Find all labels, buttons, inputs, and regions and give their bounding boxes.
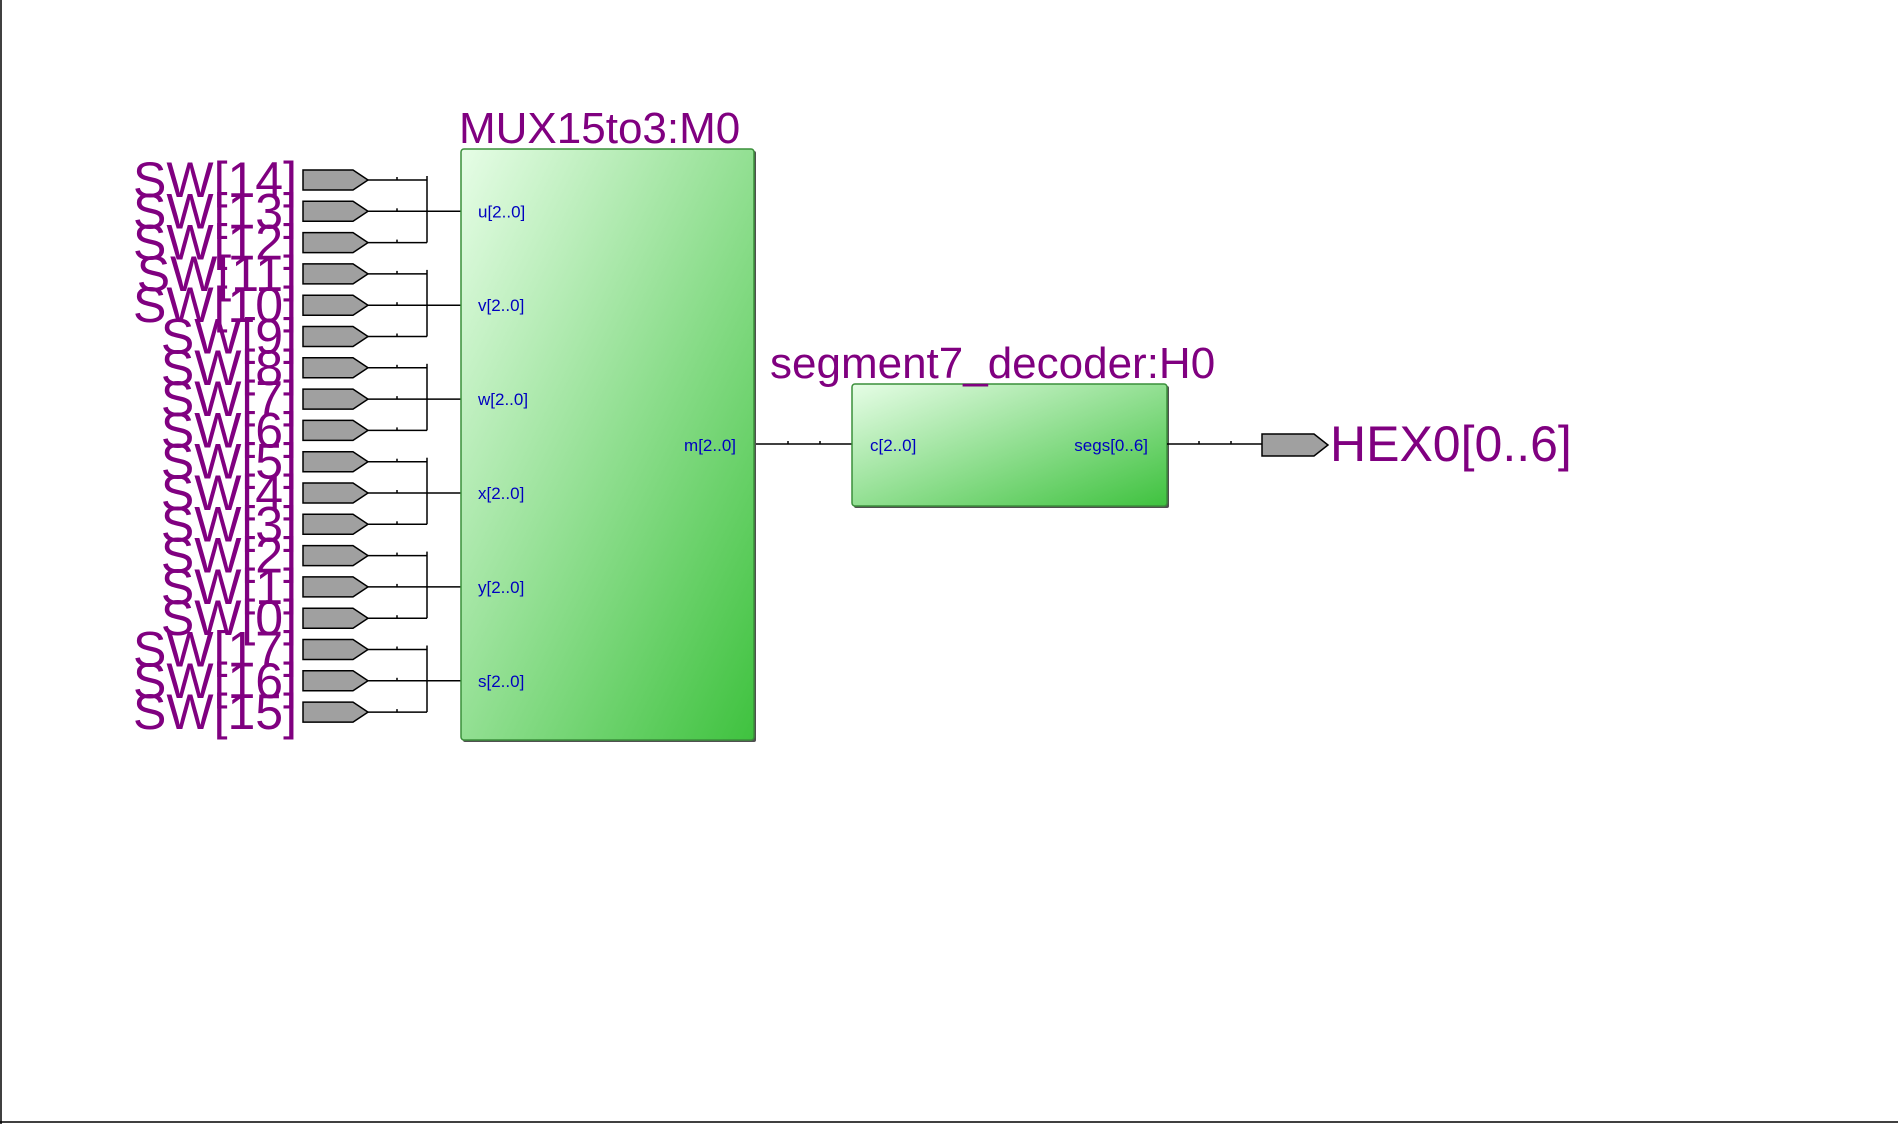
mux-block-body[interactable]: [460, 148, 755, 741]
input-pin-sw7[interactable]: SW[7]: [161, 371, 370, 427]
input-pin-label: SW[15]: [133, 684, 297, 740]
input-pin-sw16[interactable]: SW[16]: [133, 653, 370, 709]
mux-output-port-label: m[2..0]: [684, 436, 736, 455]
input-pin-icon[interactable]: [302, 482, 370, 504]
input-pin-icon[interactable]: [302, 388, 370, 410]
mux-input-port-label: w[2..0]: [477, 390, 528, 409]
input-pin-icon[interactable]: [302, 263, 370, 285]
input-pin-label: SW[17]: [133, 622, 297, 678]
input-pin-label: SW[7]: [161, 371, 297, 427]
input-pin-sw9[interactable]: SW[9]: [161, 309, 370, 365]
input-pin-label: SW[16]: [133, 653, 297, 709]
mux-input-port-label: x[2..0]: [478, 484, 524, 503]
decoder-block[interactable]: segment7_decoder:H0 c[2..0] segs[0..6]: [770, 339, 1215, 508]
input-pin-icon[interactable]: [302, 200, 370, 223]
input-pin-sw6[interactable]: SW[6]: [161, 402, 370, 458]
input-pin-icon[interactable]: [302, 231, 370, 254]
decoder-block-body[interactable]: [851, 383, 1168, 507]
input-pin-sw10[interactable]: SW[10]: [133, 277, 370, 333]
input-wire-group: [368, 176, 461, 713]
decoder-output-port-label: segs[0..6]: [1074, 436, 1148, 455]
mux-input-port-label: s[2..0]: [478, 672, 524, 691]
input-pin-label: SW[10]: [133, 277, 297, 333]
mux-input-port-label: v[2..0]: [478, 296, 524, 315]
input-pin-label: SW[2]: [161, 528, 297, 584]
mux-block[interactable]: MUX15to3:M0 u[2..0] v[2..0] w[2..0] x[2..0]…: [459, 104, 756, 742]
input-pin-sw0[interactable]: SW[0]: [161, 590, 370, 646]
input-pin-icon[interactable]: [302, 576, 370, 598]
input-pin-label: SW[11]: [137, 246, 297, 302]
decoder-title: segment7_decoder:H0: [770, 339, 1215, 388]
input-pin-icon[interactable]: [302, 513, 370, 536]
output-pin-label: HEX0[0..6]: [1330, 416, 1572, 472]
mux-port-group: u[2..0] v[2..0] w[2..0] x[2..0] y[2..0] s[2..…: [477, 202, 528, 691]
input-pin-icon[interactable]: [302, 544, 370, 567]
input-pin-sw1[interactable]: SW[1]: [161, 559, 370, 615]
input-pin-icon[interactable]: [302, 607, 370, 629]
input-pin-icon[interactable]: [302, 357, 370, 379]
input-pin-label: SW[5]: [161, 434, 297, 490]
output-pin-hex0[interactable]: HEX0[0..6]: [1261, 416, 1572, 472]
input-pin-sw11[interactable]: SW[11]: [137, 246, 370, 302]
mux-input-port-label: u[2..0]: [478, 202, 525, 221]
input-pin-sw5[interactable]: SW[5]: [161, 434, 370, 490]
input-pin-label: SW[14]: [133, 152, 297, 208]
input-pin-icon[interactable]: [302, 638, 370, 661]
input-pin-icon[interactable]: [302, 419, 370, 442]
input-pin-sw13[interactable]: SW[13]: [133, 183, 370, 239]
decoder-input-port-label: c[2..0]: [870, 436, 916, 455]
input-pin-sw17[interactable]: SW[17]: [133, 622, 370, 678]
input-pin-label: SW[0]: [161, 590, 297, 646]
input-pin-icon[interactable]: [302, 670, 370, 692]
input-pin-label: SW[6]: [161, 402, 297, 458]
input-pin-sw15[interactable]: SW[15]: [133, 684, 370, 740]
input-pin-label: SW[9]: [161, 309, 297, 365]
mux-input-port-label: y[2..0]: [478, 578, 524, 597]
input-pin-sw8[interactable]: SW[8]: [161, 340, 370, 396]
input-pin-label: SW[3]: [161, 496, 297, 552]
mux-title: MUX15to3:M0: [459, 104, 740, 153]
input-pin-icon[interactable]: [302, 701, 370, 723]
input-pin-group: SW[14]SW[13]SW[12]SW[11]SW[10]SW[9]SW[8]…: [133, 152, 370, 740]
output-pin-icon[interactable]: [1261, 433, 1330, 457]
input-pin-icon[interactable]: [302, 294, 370, 316]
input-pin-sw12[interactable]: SW[12]: [133, 215, 370, 271]
input-pin-label: SW[4]: [161, 465, 297, 521]
input-pin-label: SW[1]: [161, 559, 297, 615]
input-pin-icon[interactable]: [302, 325, 370, 348]
input-pin-sw4[interactable]: SW[4]: [161, 465, 370, 521]
input-pin-sw2[interactable]: SW[2]: [161, 528, 370, 584]
input-pin-sw14[interactable]: SW[14]: [133, 152, 370, 208]
input-pin-icon[interactable]: [302, 169, 370, 191]
input-pin-label: SW[8]: [161, 340, 297, 396]
input-pin-label: SW[12]: [133, 215, 297, 271]
input-pin-label: SW[13]: [133, 183, 297, 239]
input-pin-sw3[interactable]: SW[3]: [161, 496, 370, 552]
input-pin-icon[interactable]: [302, 450, 370, 473]
